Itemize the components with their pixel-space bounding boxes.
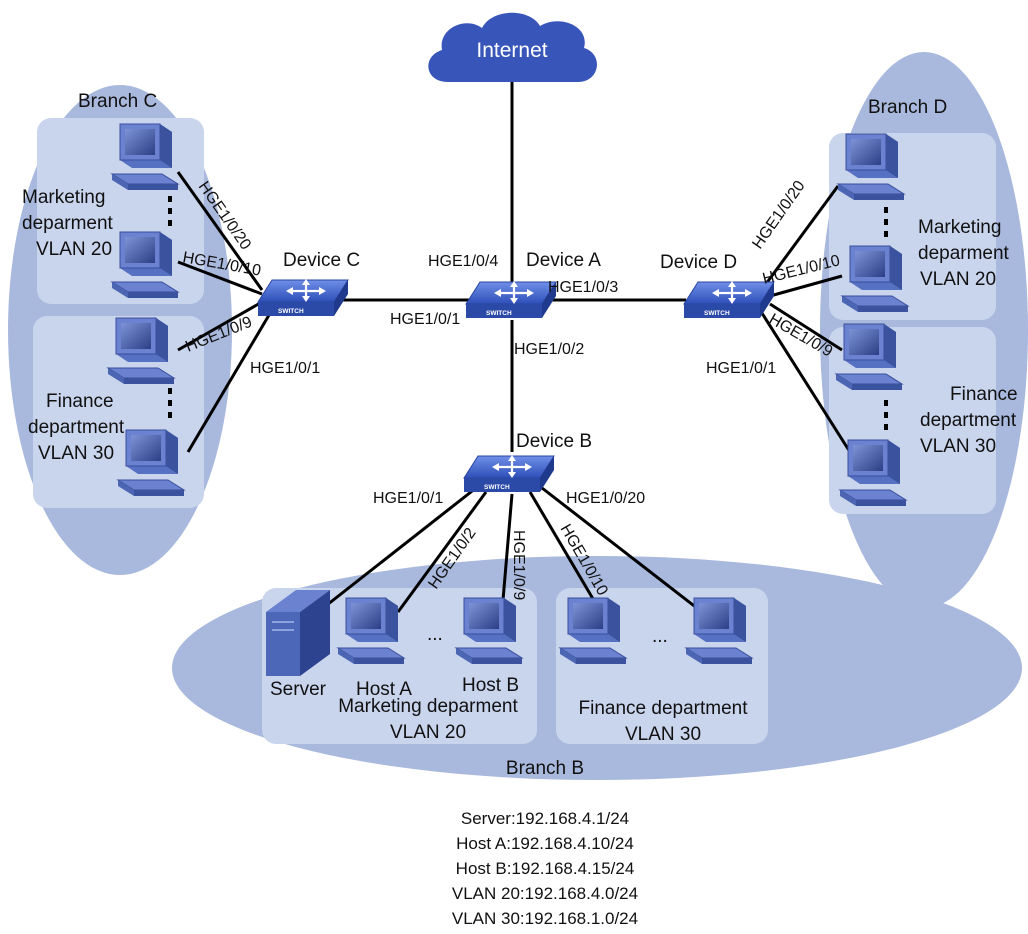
d-marketing-line2: deparment: [918, 243, 1010, 264]
b-finance-vlan: VLAN 30: [625, 724, 701, 745]
pc-icon: [107, 317, 175, 385]
ellipsis-finance: ...: [652, 626, 668, 647]
host-a-icon: [337, 597, 405, 665]
pc-icon: [837, 133, 905, 201]
host-b-icon: [455, 597, 523, 665]
c-finance-line2: department: [28, 417, 125, 438]
device-b-switch: [462, 453, 556, 494]
device-c-switch: [256, 277, 350, 318]
branch-c-label: Branch C: [78, 91, 157, 112]
c-marketing-line2: deparment: [22, 213, 114, 234]
ellipsis-marketing: ...: [427, 624, 443, 645]
port-a-b: HGE1/0/2: [514, 341, 584, 358]
branch-b-label: Branch B: [506, 758, 584, 779]
device-a-switch: [464, 279, 558, 320]
device-b-label: Device B: [516, 431, 592, 452]
port-a-up: HGE1/0/4: [428, 253, 498, 270]
port-a-c: HGE1/0/1: [390, 311, 460, 328]
device-a-label: Device A: [526, 250, 601, 271]
address-vlan30: VLAN 30:192.168.1.0/24: [452, 909, 638, 928]
pc-icon: [117, 429, 185, 497]
internet-label: Internet: [476, 39, 547, 62]
b-marketing-vlan: VLAN 20: [390, 722, 466, 743]
pc-icon: [841, 245, 909, 313]
b-marketing-line1: Marketing deparment: [338, 696, 518, 717]
d-marketing-line1: Marketing: [918, 217, 1001, 238]
port-b-20: HGE1/0/20: [566, 490, 645, 507]
pc-icon: [839, 439, 907, 507]
port-a-d: HGE1/0/3: [548, 279, 618, 296]
d-finance-line2: department: [920, 410, 1017, 431]
d-finance-vlan: VLAN 30: [920, 436, 996, 457]
pc-icon: [685, 597, 753, 665]
d-marketing-vlan: VLAN 20: [920, 269, 996, 290]
port-c-1: HGE1/0/1: [250, 360, 320, 377]
pc-icon: [111, 123, 179, 191]
port-d-1: HGE1/0/1: [706, 360, 776, 377]
host-b-label: Host B: [462, 675, 519, 696]
c-finance-vlan: VLAN 30: [38, 443, 114, 464]
address-host-b: Host B:192.168.4.15/24: [456, 859, 635, 878]
port-b-9: HGE1/0/9: [510, 530, 527, 600]
c-finance-line1: Finance: [46, 391, 114, 412]
port-d-20: HGE1/0/20: [749, 178, 808, 253]
internet-cloud: Internet: [428, 12, 597, 82]
address-host-a: Host A:192.168.4.10/24: [456, 834, 634, 853]
pc-icon: [559, 597, 627, 665]
device-c-label: Device C: [283, 250, 360, 271]
d-finance-line1: Finance: [950, 384, 1018, 405]
c-marketing-vlan: VLAN 20: [36, 239, 112, 260]
device-d-label: Device D: [660, 252, 737, 273]
links: [176, 82, 852, 614]
address-server: Server:192.168.4.1/24: [461, 809, 629, 828]
branch-d-label: Branch D: [868, 97, 947, 118]
device-d-switch: [682, 279, 776, 320]
pc-icon: [111, 231, 179, 299]
b-finance-line1: Finance department: [579, 698, 749, 719]
port-b-1: HGE1/0/1: [373, 490, 443, 507]
host-a-label: Host A: [356, 679, 412, 700]
server-label: Server: [270, 679, 327, 700]
pc-icon: [835, 323, 903, 391]
c-marketing-line1: Marketing: [22, 187, 105, 208]
address-vlan20: VLAN 20:192.168.4.0/24: [452, 884, 638, 903]
server-icon: [266, 590, 330, 676]
